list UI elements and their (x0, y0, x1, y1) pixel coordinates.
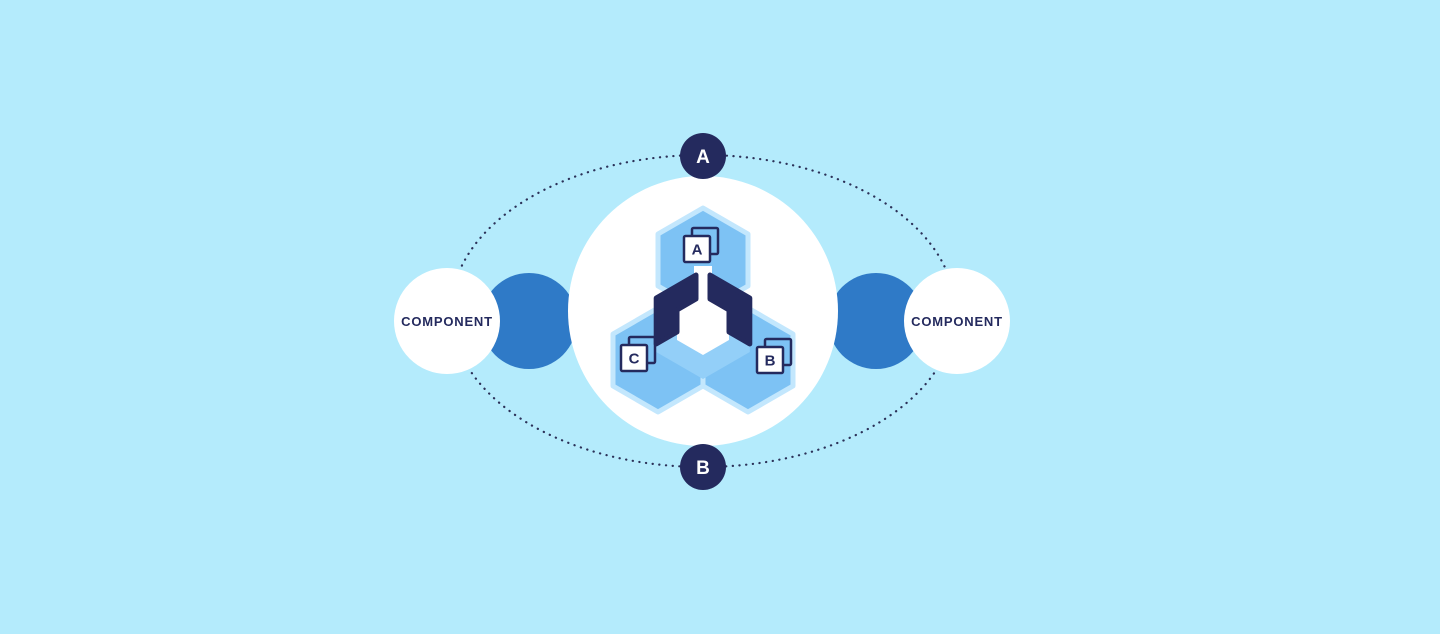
orbit-node-a-label: A (696, 147, 710, 168)
orbit-node-b: B (680, 444, 726, 490)
components-emblem: A C B (610, 205, 796, 415)
stacked-squares-front (682, 234, 712, 264)
component-circle-left (394, 268, 500, 374)
component-node-left: COMPONENT (394, 268, 500, 374)
stacked-squares-icon-bottom-right: B (755, 337, 793, 375)
emblem-chevron-left (653, 272, 699, 347)
stacked-squares-icon-top: A (682, 226, 720, 264)
component-circle-right (904, 268, 1010, 374)
orbit-node-b-label: B (696, 458, 710, 479)
component-node-right: COMPONENT (904, 268, 1010, 374)
connector-circle-left (481, 273, 577, 369)
icon-letter-bottom-right: B (765, 353, 776, 370)
component-label-left: COMPONENT (401, 314, 493, 329)
emblem-center-hole (677, 295, 729, 355)
component-label-right: COMPONENT (911, 314, 1003, 329)
icon-letter-bottom-left: C (629, 351, 640, 368)
stacked-squares-front (755, 345, 785, 375)
orbit-node-a: A (680, 133, 726, 179)
emblem-chevron-right (707, 272, 753, 347)
orbit-node-b-circle (680, 444, 726, 490)
icon-letter-top: A (692, 242, 703, 259)
orbit-node-a-circle (680, 133, 726, 179)
stacked-squares-icon-bottom-left: C (619, 335, 657, 373)
stacked-squares-front (619, 343, 649, 373)
connector-circle-right (828, 273, 924, 369)
